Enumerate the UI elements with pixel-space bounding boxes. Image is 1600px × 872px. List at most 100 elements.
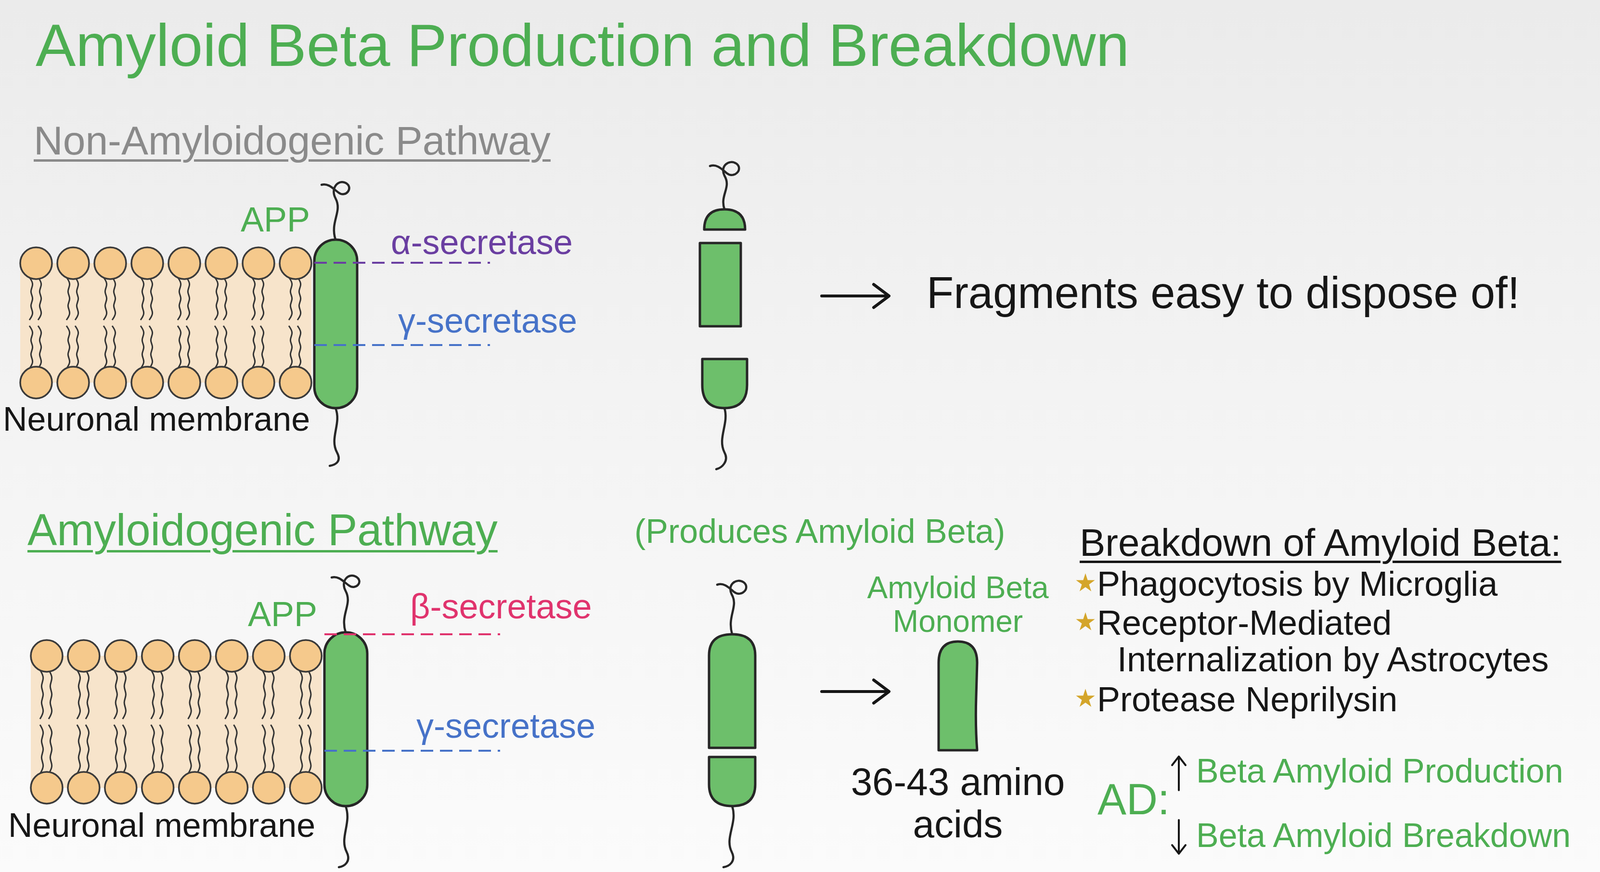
- lipid-tail: [122, 670, 127, 720]
- lipid-tail: [288, 325, 293, 369]
- lipid-head: [141, 640, 174, 672]
- lipid-tail: [48, 670, 52, 720]
- lipid-tail: [38, 277, 42, 321]
- lipid-tail: [48, 724, 52, 775]
- lipid-head: [94, 247, 127, 280]
- fragment-n-terminus: [717, 580, 747, 635]
- trend-label: Beta Amyloid Production: [1196, 754, 1564, 788]
- lipid-tail: [188, 670, 192, 720]
- lipid-tail: [261, 724, 266, 775]
- app-n-terminus: [331, 575, 360, 633]
- lipid-tail: [149, 277, 153, 321]
- lipid-head: [30, 640, 63, 672]
- lipid-tail: [103, 277, 107, 321]
- lipid-tail: [159, 670, 164, 720]
- lipid-head: [242, 247, 275, 280]
- outcome-note: Fragments easy to dispose of!: [926, 270, 1520, 315]
- list-item: Receptor-Mediated Internalization by Ast…: [1096, 605, 1584, 678]
- app-c-terminus: [338, 806, 349, 868]
- lipid-tail: [260, 277, 264, 321]
- lipid-head: [242, 366, 275, 399]
- lipid-head: [179, 640, 211, 672]
- aicd-fragment: [702, 359, 748, 409]
- lipid-head: [104, 640, 137, 672]
- lipid-tail: [188, 724, 192, 775]
- bilayer-core: [30, 656, 322, 788]
- diagram-title: Amyloid Beta Production and Breakdown: [35, 14, 1130, 76]
- bullet-star: [1075, 573, 1095, 592]
- membrane-label: Neuronal membrane: [8, 808, 316, 843]
- lipid-tail: [260, 325, 264, 369]
- lipid-head: [168, 247, 201, 280]
- lipid-head: [94, 366, 127, 399]
- lipid-tail: [75, 325, 79, 369]
- lipid-head: [216, 772, 248, 804]
- lipid-tail: [151, 670, 155, 720]
- lipid-tail: [159, 724, 164, 775]
- lipid-head: [289, 640, 322, 672]
- lipid-tail: [186, 277, 190, 321]
- lipid-tail: [149, 325, 153, 369]
- app-protein: [314, 239, 358, 409]
- lipid-tail: [66, 325, 70, 369]
- lipid-tail: [39, 724, 44, 775]
- lipid-tail: [298, 724, 303, 775]
- lipid-tail: [77, 724, 81, 775]
- protein-label: APP: [240, 202, 310, 237]
- lipid-head: [30, 772, 63, 804]
- lipid-tail: [225, 724, 229, 775]
- lipid-tail: [151, 724, 155, 775]
- lipid-head: [252, 772, 285, 804]
- lipid-head: [57, 366, 90, 399]
- lipid-tail: [186, 325, 190, 369]
- lipid-head: [168, 366, 201, 399]
- lipid-tail: [297, 277, 301, 321]
- lipid-tail: [297, 325, 301, 369]
- lipid-head: [205, 366, 238, 399]
- lipid-tail: [233, 724, 238, 775]
- trend-arrow: [1172, 756, 1186, 791]
- fragment-c-terminus: [716, 408, 726, 470]
- alpha-cut-line: [314, 261, 491, 264]
- arrow-head: [873, 284, 890, 308]
- lipid-tail: [270, 670, 274, 720]
- lipid-tail: [114, 670, 118, 720]
- bullet-star: [1075, 612, 1095, 631]
- amyloid-beta-monomer: [938, 641, 978, 751]
- lipid-head: [289, 772, 322, 804]
- lipid-tail: [196, 724, 201, 775]
- lipid-head: [67, 772, 100, 804]
- arrow-shaft: [821, 294, 889, 298]
- lipid-tail: [85, 670, 90, 720]
- amyloid-fragment: [709, 634, 756, 749]
- app-c-terminus: [329, 408, 339, 466]
- protein-label: APP: [247, 596, 318, 632]
- arrow-head: [873, 680, 890, 704]
- lipid-head: [216, 640, 248, 672]
- disease-label: AD:: [1097, 777, 1170, 822]
- lipid-tail: [140, 277, 144, 321]
- lipid-tail: [251, 277, 256, 321]
- lipid-tail: [85, 724, 90, 775]
- lipid-head: [67, 640, 100, 672]
- gamma-cut-line: [314, 344, 491, 347]
- app-protein: [324, 632, 368, 807]
- lipid-head: [179, 772, 211, 804]
- lipid-tail: [112, 277, 116, 321]
- lipid-tail: [39, 670, 44, 720]
- part-size: 36-43 amino acids: [842, 761, 1074, 846]
- sappa-fragment: [704, 209, 746, 230]
- lipid-tail: [214, 277, 219, 321]
- lipid-tail: [29, 277, 33, 321]
- enzyme-label: γ-secretase: [398, 303, 578, 338]
- gamma-cut-line: [324, 749, 501, 752]
- lipid-head: [20, 366, 52, 399]
- lipid-head: [279, 247, 312, 280]
- enzyme-label: β-secretase: [410, 589, 593, 624]
- lipid-tail: [251, 325, 256, 369]
- trend-label: Beta Amyloid Breakdown: [1196, 818, 1571, 853]
- list-item: Protease Neprilysin: [1096, 681, 1398, 719]
- lipid-tail: [66, 277, 70, 321]
- bullet-star: [1075, 688, 1095, 707]
